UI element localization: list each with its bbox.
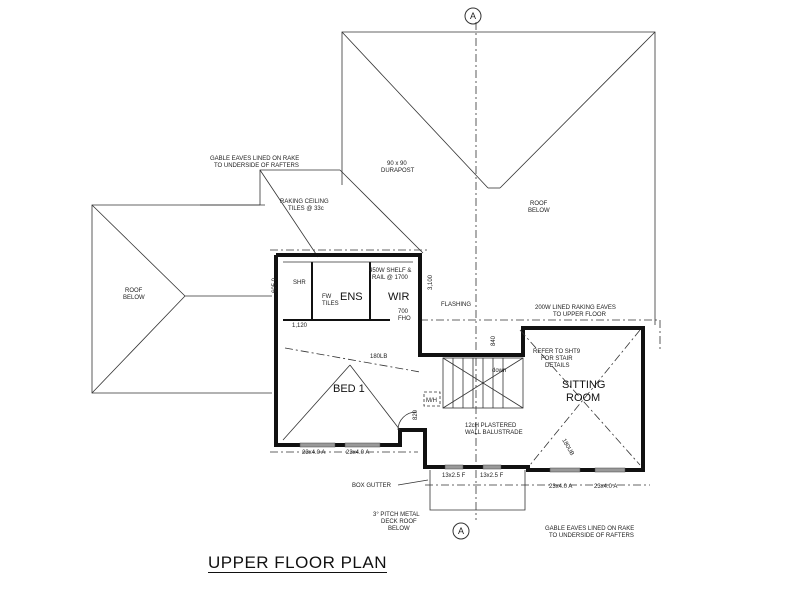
left-roof-outline xyxy=(91,204,272,394)
dim-window-sit-2: 23x4.0 A xyxy=(594,484,617,490)
note-down: down xyxy=(492,368,506,374)
window-mid-2 xyxy=(482,464,502,470)
note-shelf-2: RAIL @ 1700 xyxy=(372,275,409,281)
dim-window-bed-1: 23x4.0 A xyxy=(302,450,325,456)
note-raking-2: TILES @ 33c xyxy=(288,206,324,212)
section-marker-bottom: A xyxy=(452,522,470,540)
dim-820: 820 xyxy=(413,409,419,420)
note-stair-2: FOR STAIR xyxy=(541,356,573,362)
note-gable-bottom: GABLE EAVES LINED ON RAKE xyxy=(545,526,634,532)
dim-840: 840 xyxy=(491,335,497,346)
note-flashing: FLASHING xyxy=(441,302,471,308)
note-tiles: TILES xyxy=(322,301,339,307)
note-fw: FW xyxy=(322,294,332,300)
note-gable-top-2: TO UNDERSIDE OF RAFTERS xyxy=(214,163,299,169)
note-fho: 700 xyxy=(398,309,409,315)
note-box-gutter: BOX GUTTER xyxy=(352,483,392,489)
note-raking: RAKING CEILING xyxy=(280,199,329,205)
section-marker-top: A xyxy=(464,7,482,25)
manhole xyxy=(423,391,441,407)
dim-1120: 1,120 xyxy=(292,323,308,329)
note-deck-3: BELOW xyxy=(388,526,410,532)
note-roof-below-left: ROOF xyxy=(125,288,143,294)
dim-3100: 3,100 xyxy=(428,274,434,290)
note-stair: REFER TO SHT9 xyxy=(533,349,581,355)
dim-605: 605.0 xyxy=(272,277,278,293)
note-gable-bottom-2: TO UNDERSIDE OF RAFTERS xyxy=(549,533,634,539)
walls xyxy=(274,253,645,472)
deck-roof-outline xyxy=(429,470,526,511)
dim-window-mid-1: 13x2.5 F xyxy=(442,473,466,479)
ceiling-lines xyxy=(282,329,641,466)
note-roof-below-left-2: BELOW xyxy=(123,295,145,301)
note-balustrade-2: WALL BALUSTRADE xyxy=(465,430,523,436)
raking-ceiling-outline xyxy=(200,169,430,258)
main-roof-outline xyxy=(341,22,656,520)
svg-text:A: A xyxy=(458,526,464,536)
note-deck-2: DECK ROOF xyxy=(381,519,417,525)
window-mid-1 xyxy=(444,464,464,470)
window-bed-1 xyxy=(299,442,336,448)
note-deck: 3° PITCH METAL xyxy=(373,512,420,518)
note-eaves-2: TO UPPER FLOOR xyxy=(553,312,607,318)
note-gable-top: GABLE EAVES LINED ON RAKE xyxy=(210,156,299,162)
room-ens-label: ENS xyxy=(340,291,363,303)
room-wir-label: WIR xyxy=(388,291,409,303)
staircase xyxy=(442,357,524,409)
dim-window-sit-1: 23x4.0 A xyxy=(549,484,572,490)
room-bed1-label: BED 1 xyxy=(333,383,365,395)
note-fho-2: FHO xyxy=(398,316,411,322)
room-shr-label: SHR xyxy=(293,280,306,286)
dim-window-mid-2: 13x2.5 F xyxy=(480,473,504,479)
dim-window-bed-2: 23x4.0 A xyxy=(346,450,369,456)
window-bed-2 xyxy=(344,442,381,448)
note-shelf: 450W SHELF & xyxy=(369,268,411,274)
svg-text:A: A xyxy=(470,11,476,21)
note-durapost-2: DURAPOST xyxy=(381,168,415,174)
drawing-title: UPPER FLOOR PLAN xyxy=(208,553,387,573)
note-lintel-bed: 180LB xyxy=(370,354,387,360)
note-lintel-sit: 180UB xyxy=(560,438,574,457)
note-roof-below-right-2: BELOW xyxy=(528,208,550,214)
note-roof-below-right: ROOF xyxy=(530,201,548,207)
note-stair-3: DETAILS xyxy=(545,363,570,369)
note-eaves: 200W LINED RAKING EAVES xyxy=(535,305,616,311)
note-durapost: 90 x 90 xyxy=(387,161,407,167)
manhole-label: M/H xyxy=(426,398,437,404)
window-sit-1 xyxy=(549,467,581,473)
room-sitting-label-1: SITTING xyxy=(562,379,605,391)
note-balustrade: 12cH PLASTERED xyxy=(465,423,517,429)
room-sitting-label-2: ROOM xyxy=(566,392,600,404)
eaves-line xyxy=(420,319,661,350)
window-sit-2 xyxy=(594,467,626,473)
